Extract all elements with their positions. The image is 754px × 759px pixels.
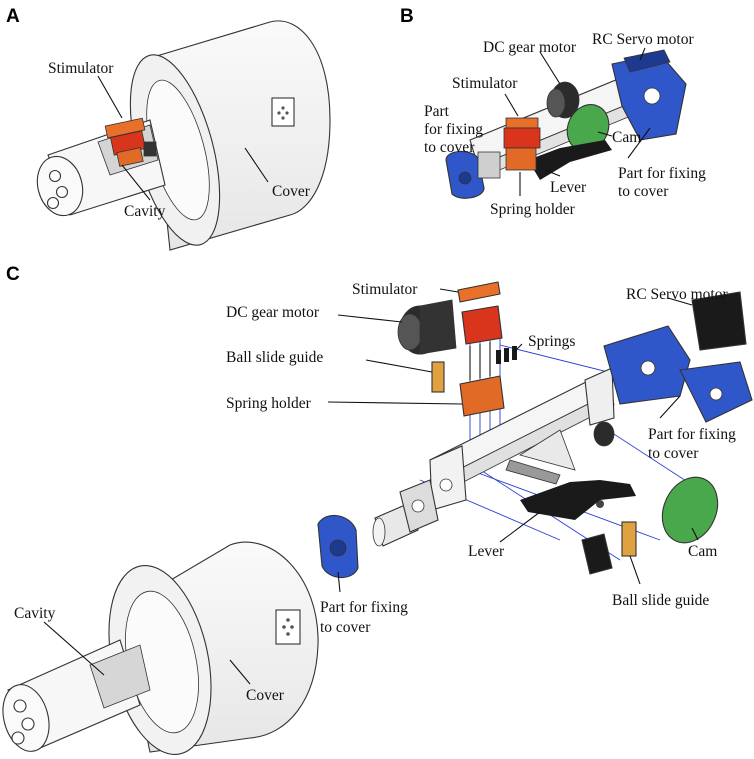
leader-b-dc-motor bbox=[539, 51, 561, 85]
label-b-part-fixing-right-2: to cover bbox=[618, 183, 669, 200]
label-b-stimulator: Stimulator bbox=[452, 75, 518, 92]
label-c-cam: Cam bbox=[688, 543, 717, 560]
leader-b-part-fixing-right bbox=[627, 127, 651, 159]
leader-a-cavity bbox=[121, 164, 151, 201]
label-c-part-fixing-right-1: Part for fixing bbox=[648, 426, 736, 443]
leader-c-cover bbox=[229, 659, 251, 685]
label-a-cover: Cover bbox=[272, 183, 311, 200]
label-a-stimulator: Stimulator bbox=[48, 60, 114, 77]
leader-c-ball-slide-top bbox=[365, 359, 433, 373]
label-c-part-fixing-left-1: Part for fixing bbox=[320, 599, 408, 616]
leader-a-cover bbox=[244, 147, 269, 183]
leader-c-stimulator bbox=[439, 288, 459, 293]
leader-b-lever bbox=[544, 169, 561, 177]
label-c-ball-slide-guide-bottom: Ball slide guide bbox=[612, 592, 709, 609]
panel-c-hardware bbox=[505, 421, 615, 508]
panel-a-cover-assembly bbox=[36, 20, 331, 251]
label-b-rc-servo-motor: RC Servo motor bbox=[592, 31, 694, 48]
panel-c-dc-motor bbox=[397, 299, 457, 355]
leader-a-stimulator bbox=[97, 75, 123, 119]
label-b-part-fixing-left-1: Part bbox=[424, 103, 450, 120]
leader-c-cam bbox=[691, 527, 699, 541]
panel-c-servo bbox=[603, 291, 753, 423]
panel-c-shaft bbox=[372, 479, 439, 547]
panel-a-letter: A bbox=[6, 6, 20, 27]
label-b-spring-holder: Spring holder bbox=[490, 201, 576, 218]
label-c-part-fixing-left-2: to cover bbox=[320, 619, 371, 636]
panel-c-bottom-parts bbox=[581, 521, 637, 575]
panel-b-letter: B bbox=[400, 6, 414, 27]
label-c-cover: Cover bbox=[246, 687, 285, 704]
panel-c-lever bbox=[520, 480, 636, 520]
panel-c-frame bbox=[429, 367, 615, 511]
leader-c-servo bbox=[667, 297, 693, 306]
label-b-dc-gear-motor: DC gear motor bbox=[483, 39, 577, 56]
leader-b-stimulator bbox=[504, 93, 519, 117]
leader-c-dc-motor bbox=[337, 314, 403, 323]
panel-c-fixing-part-left bbox=[317, 514, 359, 579]
panel-b: B DC gear motor bbox=[400, 6, 706, 218]
label-c-stimulator: Stimulator bbox=[352, 281, 418, 298]
leader-c-lever bbox=[499, 511, 541, 543]
label-b-lever: Lever bbox=[550, 179, 587, 196]
leader-c-ball-slide-bottom bbox=[629, 555, 641, 585]
label-b-part-fixing-left-3: to cover bbox=[424, 139, 475, 156]
panel-c-cover bbox=[2, 541, 319, 755]
panel-a-stimulator bbox=[104, 117, 157, 167]
label-c-springs: Springs bbox=[528, 333, 575, 350]
panel-c-stimulator-parts bbox=[431, 281, 517, 417]
label-c-spring-holder: Spring holder bbox=[226, 395, 312, 412]
label-c-ball-slide-guide-top: Ball slide guide bbox=[226, 349, 323, 366]
panel-c-letter: C bbox=[6, 264, 20, 285]
panel-c: C bbox=[2, 264, 753, 755]
panel-b-assembly bbox=[445, 49, 687, 199]
leader-c-springs bbox=[513, 343, 523, 353]
leader-c-part-fixing-right bbox=[659, 395, 681, 419]
leader-c-cavity bbox=[43, 621, 105, 676]
label-c-dc-gear-motor: DC gear motor bbox=[226, 304, 320, 321]
label-b-part-fixing-left-2: for fixing bbox=[424, 121, 483, 138]
label-a-cavity: Cavity bbox=[124, 203, 166, 220]
label-b-part-fixing-right-1: Part for fixing bbox=[618, 165, 706, 182]
leader-b-servo bbox=[639, 47, 646, 61]
panel-a: A Stimulator Cavity bbox=[6, 6, 331, 251]
leader-b-cam bbox=[597, 131, 613, 137]
leader-c-spring-holder bbox=[327, 401, 463, 405]
label-c-rc-servo-motor: RC Servo motor bbox=[626, 286, 728, 303]
label-c-cavity: Cavity bbox=[14, 605, 56, 622]
label-c-lever: Lever bbox=[468, 543, 505, 560]
panel-c-cam bbox=[661, 476, 719, 544]
leader-c-part-fixing-left bbox=[337, 571, 341, 593]
label-c-part-fixing-right-2: to cover bbox=[648, 445, 699, 462]
label-b-cam: Cam bbox=[612, 129, 641, 146]
